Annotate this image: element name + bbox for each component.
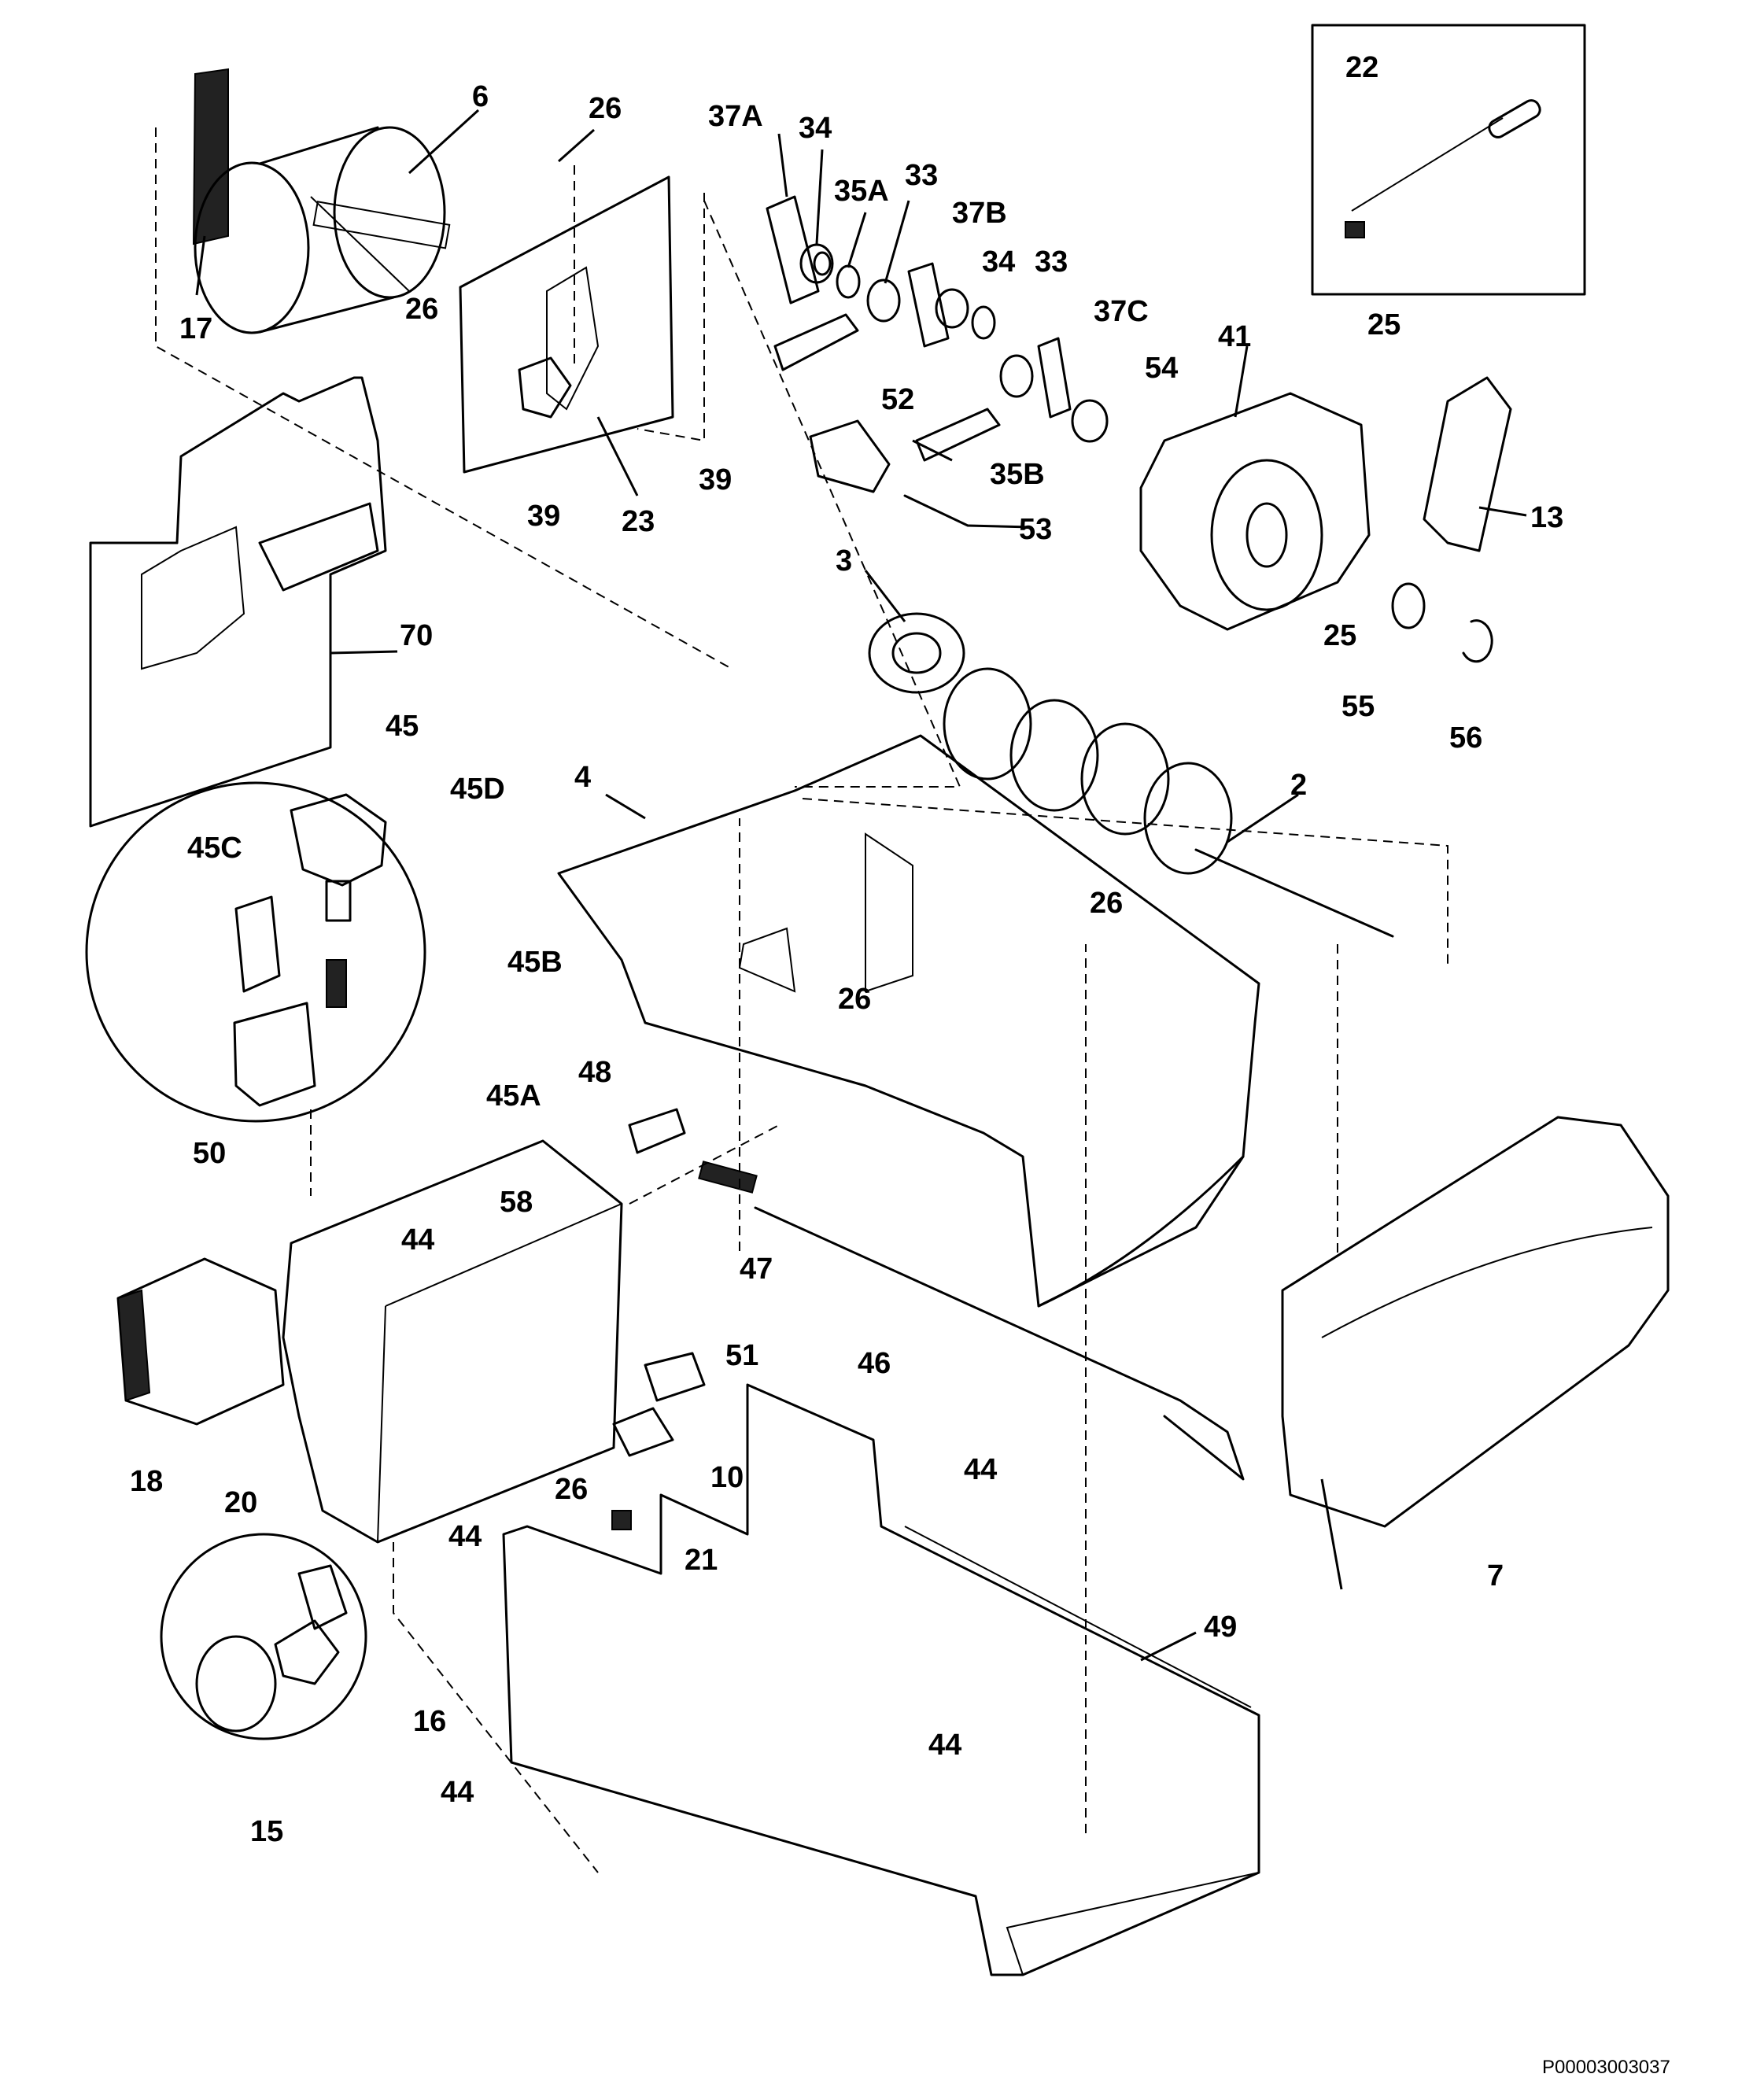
label-16: 16: [413, 1705, 446, 1738]
label-26-a: 26: [589, 92, 622, 125]
label-21: 21: [685, 1544, 718, 1577]
label-58: 58: [500, 1186, 533, 1219]
part-3-bearing: [868, 612, 965, 694]
part-33-washer-b: [999, 354, 1034, 398]
part-49-tray: [502, 1383, 1260, 1976]
label-15: 15: [250, 1815, 283, 1848]
part-37A-lever: [766, 195, 859, 371]
label-49: 49: [1204, 1611, 1237, 1644]
part-21-nut: [611, 1510, 632, 1530]
label-44-e: 44: [441, 1776, 474, 1809]
inset-circle-15-16: [160, 1533, 367, 1740]
label-26-c: 26: [1090, 887, 1123, 920]
label-54: 54: [1145, 352, 1178, 385]
label-17: 17: [179, 312, 212, 345]
part-47-spring: [698, 1161, 758, 1194]
label-10: 10: [710, 1461, 744, 1494]
part-7-cover: [1281, 1116, 1670, 1528]
part-18-motor: [116, 1257, 285, 1426]
label-45A: 45A: [486, 1079, 541, 1113]
label-23: 23: [622, 505, 655, 538]
label-47: 47: [740, 1253, 773, 1286]
part-35B-spring: [915, 305, 1001, 462]
label-26-d: 26: [838, 983, 871, 1016]
part-53-pin: [903, 494, 969, 527]
label-20: 20: [224, 1486, 257, 1519]
label-25-b: 25: [1323, 619, 1356, 652]
part-17-foam-strip: [192, 68, 229, 245]
label-52: 52: [881, 383, 914, 416]
part-34-bushing-a: [799, 243, 834, 284]
part-51-part: [644, 1352, 706, 1402]
label-56: 56: [1449, 721, 1482, 755]
part-6-drum: [194, 126, 451, 334]
label-35A: 35A: [834, 175, 889, 208]
label-37A: 37A: [708, 100, 763, 133]
part-37B-lever: [907, 262, 950, 348]
label-39-b: 39: [527, 500, 560, 533]
assembly-lines: [155, 127, 1448, 1873]
label-70: 70: [400, 619, 433, 652]
part-52-solenoid: [809, 419, 891, 493]
label-44-b: 44: [964, 1453, 997, 1486]
label-26-e: 26: [555, 1473, 588, 1506]
label-53: 53: [1019, 513, 1052, 546]
label-26-b: 26: [405, 293, 438, 326]
part-33-washer-a: [866, 279, 901, 323]
label-45B: 45B: [507, 946, 563, 979]
label-34-b: 34: [982, 245, 1015, 279]
part-34-bushing-b: [935, 288, 969, 329]
label-37C: 37C: [1094, 295, 1149, 328]
leader-lines: [195, 109, 1527, 1662]
part-labels: 6 17 26 26 23 39 39 37A 34 35A 33 37B 34…: [130, 51, 1563, 1848]
label-4: 4: [574, 761, 591, 794]
label-45D: 45D: [450, 773, 505, 806]
label-44-d: 44: [928, 1729, 961, 1762]
label-44-c: 44: [448, 1520, 482, 1553]
label-35B: 35B: [990, 458, 1045, 491]
part-46-rod: [754, 1206, 1245, 1481]
part-35A-washer: [836, 264, 861, 299]
inset-box-22: [1311, 24, 1586, 296]
reference-code: P00003003037: [1542, 2057, 1670, 2078]
label-13: 13: [1530, 501, 1563, 534]
label-45: 45: [386, 710, 419, 743]
label-39-a: 39: [699, 463, 732, 496]
label-55: 55: [1341, 690, 1375, 723]
label-46: 46: [858, 1347, 891, 1380]
part-54-bushing: [1071, 399, 1109, 443]
part-55-ring: [1391, 582, 1426, 629]
label-6: 6: [472, 80, 489, 113]
label-2: 2: [1290, 769, 1307, 802]
label-41: 41: [1218, 320, 1251, 353]
part-23-plate: [459, 175, 674, 474]
label-33-b: 33: [1035, 245, 1068, 279]
part-56-clip: [1462, 619, 1493, 663]
label-37B: 37B: [952, 197, 1007, 230]
label-18: 18: [130, 1465, 163, 1498]
label-22: 22: [1345, 51, 1378, 84]
inset-circle-45: [85, 781, 426, 1123]
part-70-housing: [89, 376, 387, 828]
label-7: 7: [1487, 1559, 1504, 1592]
label-34-a: 34: [799, 112, 832, 145]
part-10-switch: [612, 1407, 674, 1457]
part-13-bracket: [1423, 376, 1512, 552]
part-20-motor-box: [282, 1139, 623, 1544]
label-33-a: 33: [905, 159, 938, 192]
part-2-auger: [943, 667, 1394, 938]
part-41-housing: [1139, 392, 1371, 631]
label-48: 48: [578, 1056, 611, 1089]
part-37C-lever: [1037, 337, 1072, 419]
label-25-a: 25: [1367, 308, 1400, 341]
part-48-bracket: [628, 1108, 686, 1154]
label-3: 3: [836, 544, 852, 578]
label-45C: 45C: [187, 832, 242, 865]
label-44-a: 44: [401, 1223, 434, 1257]
label-50: 50: [193, 1137, 226, 1170]
label-51: 51: [725, 1339, 758, 1372]
